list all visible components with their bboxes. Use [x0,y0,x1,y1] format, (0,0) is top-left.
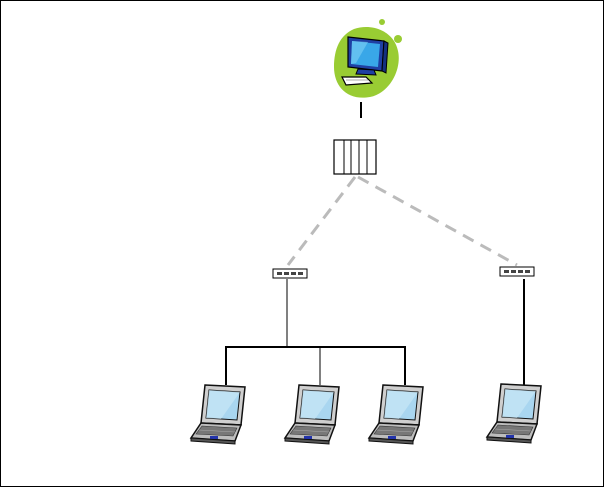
link-bus [226,347,405,385]
laptop-icon[interactable] [487,384,541,443]
laptop-icon[interactable] [285,385,339,444]
link-panel-switch-left [288,177,355,265]
switch-icon[interactable] [273,269,307,278]
switch-icon[interactable] [500,267,534,276]
desktop-computer-icon[interactable] [334,19,402,98]
laptop-icon[interactable] [191,385,245,444]
link-panel-switch-right [358,177,517,265]
rack-icon[interactable] [334,140,376,174]
laptop-icon[interactable] [369,385,423,444]
